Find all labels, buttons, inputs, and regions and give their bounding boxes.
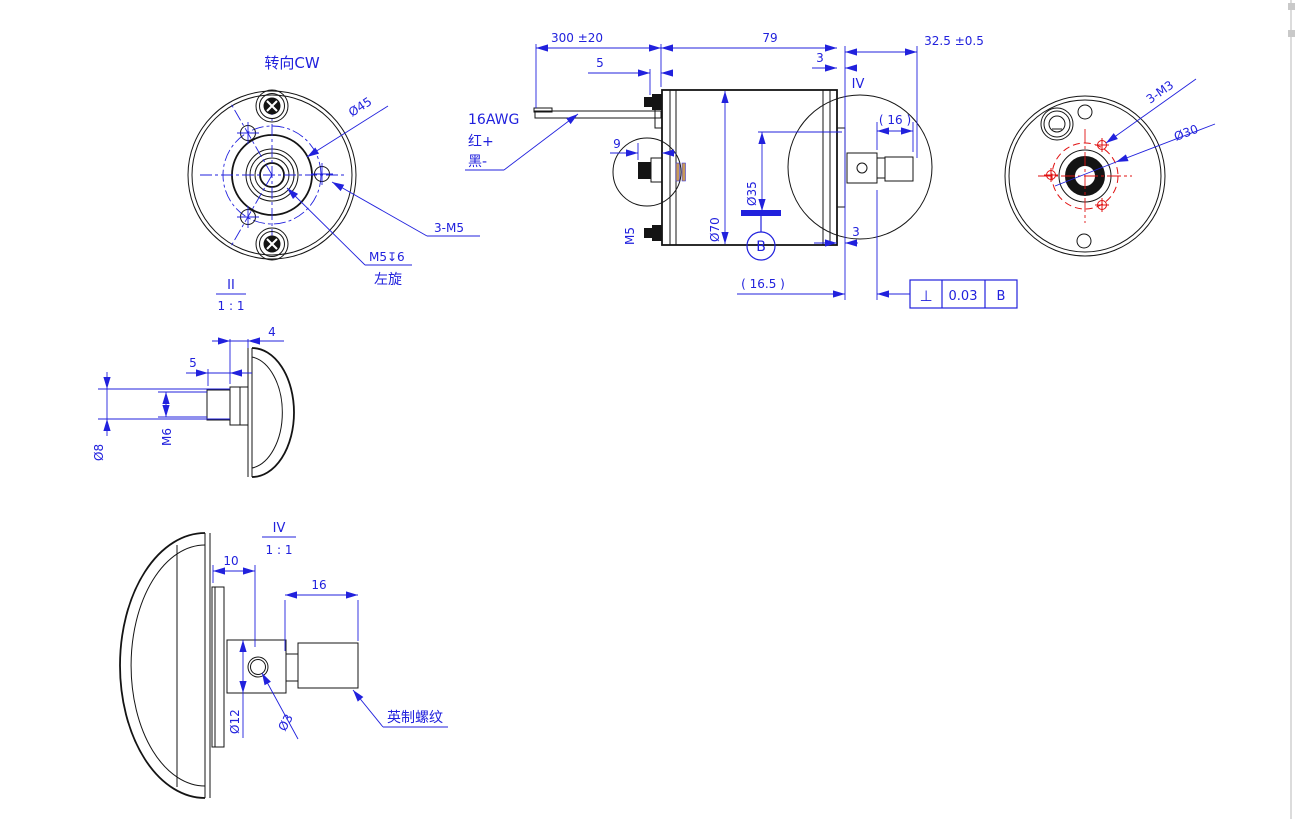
dia12-label: Ø12	[228, 709, 242, 734]
thread-ref-dim: ( 16 )	[879, 113, 911, 127]
front-view: 转向CW Ø45 3-M5	[187, 54, 480, 313]
tolerance-value: 0.03	[949, 289, 978, 304]
screw-detail-m6: M6	[158, 391, 207, 446]
rear-view-dia30-callout: Ø30	[1054, 122, 1216, 187]
detail-ii-marker	[675, 162, 686, 182]
front-view-dome-screws	[255, 89, 289, 261]
side-view: 300 ±20 79 32.5 ±0.5 5 3 IV ( 16 ) 9 M5 …	[465, 31, 1018, 309]
wire-callout: 16AWG 红+ 黑-	[465, 112, 579, 171]
m5-screw-label: M5	[623, 227, 637, 245]
scrollbar-thumb[interactable]	[1288, 30, 1295, 37]
side-view-face-screws	[638, 94, 663, 241]
body-length-dim: 79	[762, 31, 777, 45]
view-scale: 1 : 1	[266, 543, 293, 557]
rear-view-red-features	[1038, 129, 1132, 223]
side-view-top-dims: 300 ±20 79 32.5 ±0.5 5 3 IV	[535, 31, 984, 300]
detail-circle-ii	[612, 137, 682, 207]
shaft-detail-dim-10: 10	[212, 554, 256, 647]
tolerance-symbol: ⊥	[919, 287, 932, 305]
front-view-3m5-callout: 3-M5	[331, 181, 480, 237]
screw-detail-dia8: Ø8	[92, 372, 230, 461]
dim-5: 5	[189, 356, 197, 370]
dim-3-bottom: 3	[852, 225, 860, 239]
scrollbar-button[interactable]	[1288, 3, 1295, 10]
side-view-dim-9: 9	[610, 137, 676, 160]
shaft-detail-view: IV 1 : 1 10 16 Ø12 Ø3 英制螺纹	[119, 521, 448, 799]
boss-dia-label: Ø35	[745, 181, 759, 206]
tolerance-frame: ⊥ 0.03 B	[909, 279, 1018, 309]
tap-label: M5↧6	[369, 250, 405, 264]
side-view-dim-3-bottom: 3	[814, 225, 860, 247]
dim-9: 9	[613, 137, 621, 151]
dim-3-top: 3	[816, 51, 824, 65]
side-view-datum-b: B	[741, 210, 781, 261]
view-id: IV	[273, 521, 286, 536]
scrollbar[interactable]	[1288, 0, 1295, 819]
imperial-thread-label: 英制螺纹	[387, 709, 443, 726]
datum-b-label: B	[756, 239, 766, 255]
flange-ref-dim: ( 16.5 )	[741, 277, 785, 291]
side-view-wire	[533, 107, 663, 129]
side-view-shaft-dims: ( 16 )	[876, 113, 914, 152]
dia8-label: Ø8	[92, 444, 106, 461]
detail-circle-iv	[787, 94, 933, 240]
detail-iv-label: IV	[852, 77, 865, 92]
view-scale: 1 : 1	[218, 299, 245, 313]
shaft-detail-dia12: Ø12	[228, 640, 247, 738]
m6-label: M6	[160, 428, 174, 446]
front-view-m5-holes	[237, 122, 333, 228]
screw-detail-outline	[206, 347, 295, 478]
front-view-id: II 1 : 1	[216, 278, 246, 313]
3m3-label: 3-M3	[1144, 78, 1177, 107]
shaft-detail-id: IV 1 : 1	[262, 521, 296, 557]
body-dia-label: Ø70	[708, 217, 722, 242]
screw-detail-dim-4: 4	[212, 325, 284, 384]
shaft-detail-outline	[119, 532, 359, 799]
front-view-centerlines	[200, 101, 344, 249]
dia45-label: Ø45	[346, 94, 374, 119]
tolerance-datum: B	[997, 289, 1006, 304]
3m5-label: 3-M5	[434, 221, 464, 235]
front-view-tap-callout: M5↧6 左旋	[286, 187, 412, 288]
side-view-flange-ref: ( 16.5 )	[737, 190, 910, 300]
view-id: II	[227, 278, 235, 293]
rear-view: 3-M3 Ø30	[1004, 78, 1216, 257]
dim-5: 5	[596, 56, 604, 70]
dim-16: 16	[311, 578, 326, 592]
wire-gauge-label: 16AWG	[468, 112, 519, 128]
dim-10: 10	[223, 554, 238, 568]
shaft-detail-thread-note: 英制螺纹	[352, 689, 448, 728]
wire-red-label: 红+	[468, 134, 494, 150]
shaft-detail-dim-16: 16	[284, 578, 359, 651]
left-hand-label: 左旋	[374, 272, 402, 288]
shaft-length-dim: 32.5 ±0.5	[924, 34, 984, 48]
dim-4: 4	[268, 325, 276, 339]
wire-length-dim: 300 ±20	[551, 31, 603, 45]
side-view-dia70: Ø70	[708, 91, 729, 244]
wire-black-label: 黑-	[468, 154, 487, 170]
screw-detail-dim-5: 5	[186, 356, 252, 386]
shaft-detail-dia3: Ø3	[261, 672, 299, 740]
front-view-title: 转向CW	[264, 54, 319, 72]
side-view-dia35: Ø35	[745, 131, 842, 211]
dia30-label: Ø30	[1172, 122, 1200, 144]
side-view-body	[661, 89, 914, 246]
screw-detail-view: 4 5 Ø8 M6	[92, 325, 295, 478]
